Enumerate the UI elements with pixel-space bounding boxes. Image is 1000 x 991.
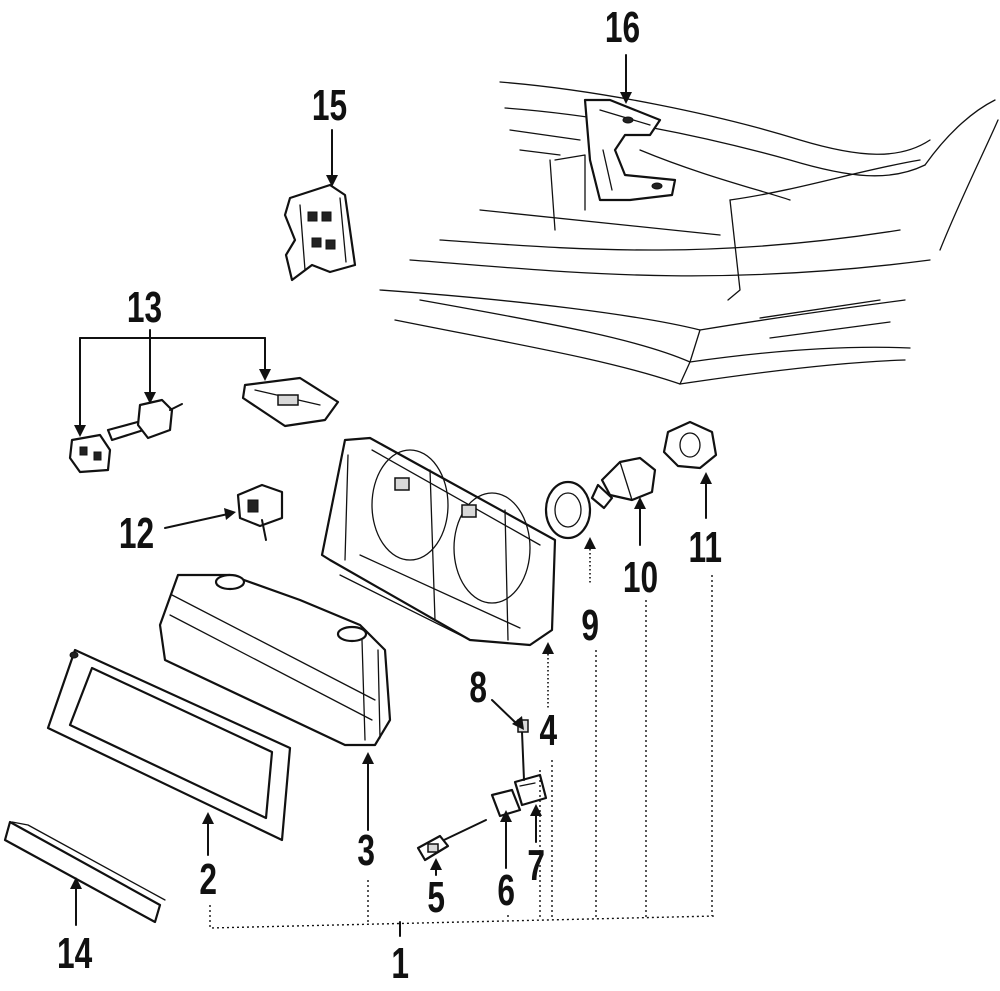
part-2-bezel <box>46 648 292 842</box>
part-5-adjust-screw <box>416 819 487 862</box>
callout-3: 3 <box>357 826 375 875</box>
part-13-plate <box>241 376 340 428</box>
callout-13: 13 <box>127 283 162 332</box>
callout-14: 14 <box>57 929 93 978</box>
callout-1: 1 <box>391 939 409 988</box>
callout-7: 7 <box>527 841 545 890</box>
callout-2: 2 <box>199 855 217 904</box>
callout-6: 6 <box>497 866 515 915</box>
part-6-adjust-nut <box>490 788 522 818</box>
part-14-filler-strip <box>3 820 166 924</box>
callout-12: 12 <box>119 509 154 558</box>
part-12-connector <box>236 483 284 541</box>
callout-labels: 16 15 13 12 11 10 9 8 4 3 7 6 5 2 14 1 <box>57 3 722 988</box>
part-11-retainer-nut <box>662 420 718 470</box>
part-16-mount-bracket <box>583 98 677 202</box>
callout-16: 16 <box>605 3 640 52</box>
part-4-headlamp-housing <box>320 436 557 647</box>
part-15-bracket <box>283 183 357 282</box>
part-7-clip <box>513 773 548 807</box>
part-10-bulb <box>590 456 657 510</box>
part-13-adjuster-screw <box>106 398 183 442</box>
assembly-bracket-1 <box>209 575 716 937</box>
callout-4: 4 <box>540 706 558 755</box>
vehicle-front-body <box>379 81 999 385</box>
callout-10: 10 <box>623 553 658 602</box>
leader-lines <box>70 54 712 926</box>
callout-5: 5 <box>427 873 445 922</box>
callout-15: 15 <box>312 81 347 130</box>
callout-11: 11 <box>689 523 722 572</box>
callout-8: 8 <box>469 663 487 712</box>
part-9-retaining-ring <box>544 480 592 540</box>
part-3-headlamp <box>158 573 392 747</box>
part-13-clip-left <box>68 433 112 474</box>
callout-9: 9 <box>581 601 599 650</box>
